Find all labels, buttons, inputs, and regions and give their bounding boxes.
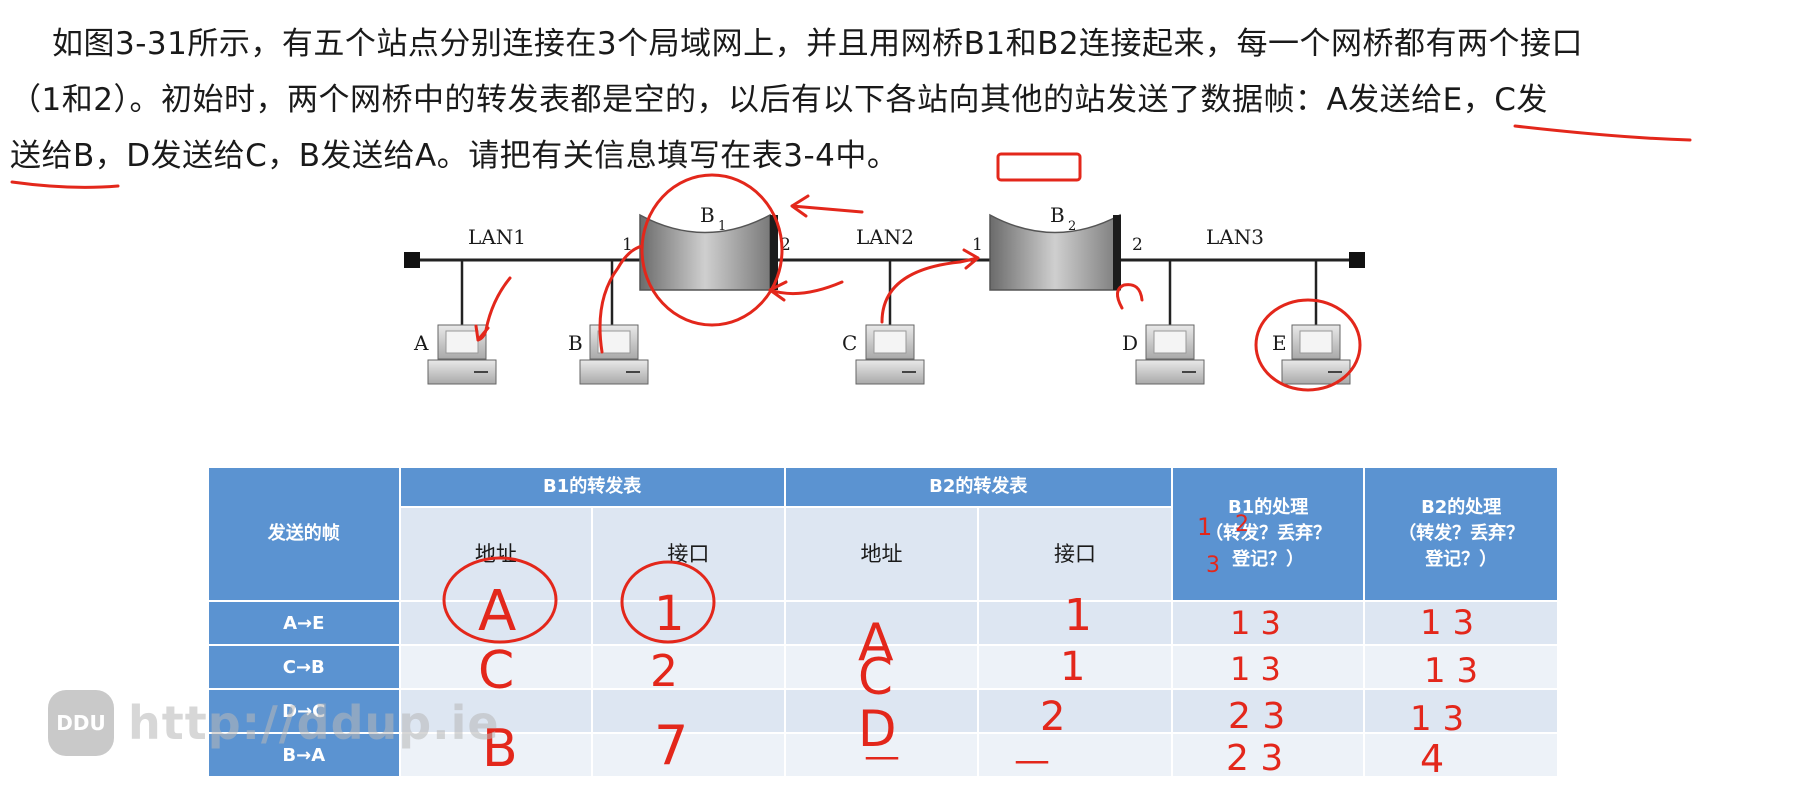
bridge-b1-name: B — [700, 203, 715, 227]
b1-action-cell[interactable] — [1170, 688, 1366, 734]
problem-text: 如图3-31所示，有五个站点分别连接在3个局域网上，并且用网桥B1和B2连接起来… — [10, 16, 1790, 184]
b2-port-cell[interactable] — [977, 688, 1173, 734]
bridge-b1-port-2: 2 — [780, 235, 791, 255]
b2-port-cell[interactable] — [977, 644, 1173, 690]
station-e: E — [1272, 324, 1351, 385]
bridge-b2-subscript: 2 — [1068, 219, 1076, 234]
header-b1-action-l3: 登记？） — [1232, 549, 1305, 570]
arrow-b1-from-lan2 — [768, 280, 844, 302]
circle-bridge-b1 — [640, 173, 784, 327]
b1-action-cell[interactable] — [1170, 732, 1366, 778]
frame-label: D→C — [207, 688, 401, 734]
station-c: C — [842, 324, 925, 385]
lan1-terminator — [404, 252, 420, 268]
b1-address-cell[interactable] — [398, 600, 594, 646]
table-row: D→C — [207, 688, 1559, 734]
b2-action-cell[interactable] — [1363, 732, 1559, 778]
header-b1-table: B1的转发表 — [398, 466, 786, 508]
arrow-d-to-b2 — [1116, 283, 1144, 310]
station-d-label: D — [1122, 331, 1138, 355]
header-b2-action: B2的处理 （转发？丢弃？ 登记？） — [1363, 466, 1559, 602]
arrow-into-b1 — [790, 194, 864, 218]
b1-action-cell[interactable] — [1170, 600, 1366, 646]
watermark: DDU http://ddup.ie — [48, 690, 500, 756]
table-row: C→B — [207, 644, 1559, 690]
lan3-label: LAN3 — [1206, 225, 1264, 249]
header-b1-action: B1的处理 （转发？丢弃？ 登记？） — [1170, 466, 1366, 602]
b2-port-cell[interactable] — [977, 600, 1173, 646]
circle-station-e — [1254, 298, 1362, 392]
station-b-label: B — [568, 331, 583, 355]
b1-address-cell[interactable] — [398, 732, 594, 778]
b1-address-cell[interactable] — [398, 644, 594, 690]
header-b1-port: 接口 — [591, 506, 786, 602]
b2-address-cell[interactable] — [783, 732, 980, 778]
lan1-label: LAN1 — [468, 225, 526, 249]
b2-address-cell[interactable] — [783, 688, 980, 734]
watermark-text: http://ddup.ie — [128, 696, 500, 750]
b1-port-cell[interactable] — [591, 644, 786, 690]
station-a-label: A — [413, 331, 429, 355]
bridge-b1-subscript: 1 — [718, 219, 726, 234]
header-frame: 发送的帧 — [207, 466, 401, 602]
b2-port-cell[interactable] — [977, 732, 1173, 778]
station-e-label: E — [1272, 331, 1287, 355]
header-b2-table: B2的转发表 — [783, 466, 1173, 508]
bridge-b2-name: B — [1050, 203, 1065, 227]
table-row: A→E — [207, 600, 1559, 646]
problem-line-3: 送给B，D发送给C，B发送给A。请把有关信息填写在表3-4中。 — [10, 138, 899, 174]
header-b1-address: 地址 — [398, 506, 594, 602]
b1-address-cell[interactable] — [398, 688, 594, 734]
problem-line-1: 如图3-31所示，有五个站点分别连接在3个局域网上，并且用网桥B1和B2连接起来… — [52, 26, 1584, 62]
b2-address-cell[interactable] — [783, 644, 980, 690]
header-b1-action-l2: （转发？丢弃？ — [1205, 523, 1332, 544]
station-d: D — [1122, 324, 1205, 385]
b2-action-cell[interactable] — [1363, 600, 1559, 646]
table-row: B→A — [207, 732, 1559, 778]
b2-address-cell[interactable] — [783, 600, 980, 646]
bridge-b2: B 2 1 2 — [972, 203, 1143, 291]
lan3-terminator — [1349, 252, 1365, 268]
header-b2-action-l2: （转发？丢弃？ — [1398, 523, 1525, 544]
header-b2-action-l3: 登记？） — [1425, 549, 1498, 570]
frame-label: A→E — [207, 600, 401, 646]
arrow-c-to-b2 — [880, 248, 980, 324]
lan2-label: LAN2 — [856, 225, 914, 249]
header-b2-port: 接口 — [977, 506, 1173, 602]
station-c-label: C — [842, 331, 857, 355]
problem-line-2: （1和2）。初始时，两个网桥中的转发表都是空的，以后有以下各站向其他的站发送了数… — [10, 82, 1548, 118]
b1-port-cell[interactable] — [591, 732, 786, 778]
b2-action-cell[interactable] — [1363, 688, 1559, 734]
arrow-to-a — [474, 276, 512, 342]
b1-action-cell[interactable] — [1170, 644, 1366, 690]
bridge-b2-port-2: 2 — [1132, 235, 1143, 255]
station-b: B — [568, 324, 649, 385]
b1-port-cell[interactable] — [591, 688, 786, 734]
header-b1-action-l1: B1的处理 — [1227, 497, 1309, 518]
forwarding-table: 发送的帧 B1的转发表 B2的转发表 B1的处理 （转发？丢弃？ 登记？） B2… — [207, 466, 1559, 778]
frame-label: C→B — [207, 644, 401, 690]
b1-port-cell[interactable] — [591, 600, 786, 646]
bridge-b1: B 1 1 2 — [622, 203, 791, 291]
watermark-logo: DDU — [48, 690, 114, 756]
station-a: A — [413, 324, 497, 385]
b2-action-cell[interactable] — [1363, 644, 1559, 690]
arrow-b-to-b1 — [598, 244, 644, 354]
frame-label: B→A — [207, 732, 401, 778]
bridge-b1-port-1: 1 — [622, 235, 633, 255]
header-b2-action-l1: B2的处理 — [1421, 497, 1502, 518]
header-b2-address: 地址 — [783, 506, 980, 602]
bridge-b2-port-1: 1 — [972, 235, 983, 255]
